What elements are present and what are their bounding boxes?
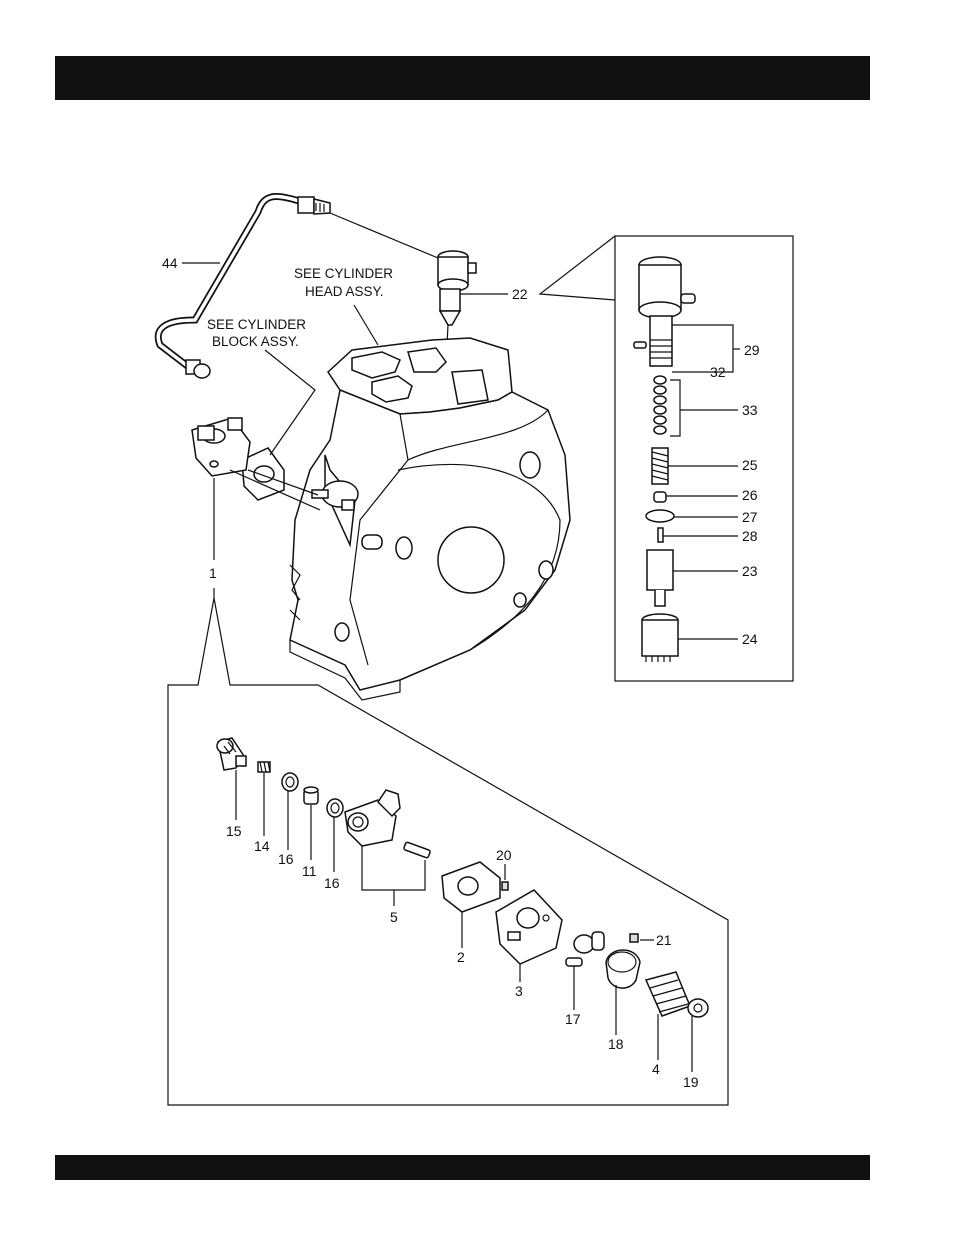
callout-32: 32 (710, 364, 726, 380)
callout-16-upper: 16 (278, 851, 294, 867)
callout-21: 21 (656, 932, 672, 948)
delivery-valve-holder (217, 738, 246, 770)
pump-body (345, 790, 431, 858)
fuel-pump-installed (192, 418, 250, 476)
callout-18: 18 (608, 1036, 624, 1052)
small-plug (502, 882, 508, 890)
note-block-line1: SEE CYLINDER (207, 317, 306, 332)
callout-19: 19 (683, 1074, 699, 1090)
assembly-notes: SEE CYLINDER HEAD ASSY. SEE CYLINDER BLO… (207, 266, 393, 349)
injector-assembly (438, 251, 476, 345)
injector-spring (652, 448, 668, 484)
callout-25: 25 (742, 457, 758, 473)
nozzle-nut (642, 614, 678, 662)
plunger-spring (646, 972, 690, 1016)
head-note-leader (354, 305, 378, 345)
callout-4: 4 (652, 1061, 660, 1077)
lower-spring-seat (688, 999, 708, 1017)
shim-stack (654, 376, 666, 434)
spring-seat (654, 492, 666, 502)
note-block-line2: BLOCK ASSY. (212, 334, 299, 349)
o-ring-lower (327, 799, 343, 817)
callout-27: 27 (742, 509, 758, 525)
pipe-leader (330, 213, 438, 258)
note-head-line1: SEE CYLINDER (294, 266, 393, 281)
note-head-line2: HEAD ASSY. (305, 284, 384, 299)
callout-3: 3 (515, 983, 523, 999)
nozzle (647, 550, 673, 606)
callout-5: 5 (390, 909, 398, 925)
block-note-leader (265, 350, 315, 455)
callout-1: 1 (209, 565, 217, 581)
callout-17: 17 (565, 1011, 581, 1027)
callout-24: 24 (742, 631, 758, 647)
dowel-pin (658, 528, 663, 542)
pump-detail-box (168, 598, 728, 1105)
callout-28: 28 (742, 528, 758, 544)
callout-15: 15 (226, 823, 242, 839)
upper-spring-seat (606, 950, 640, 988)
callout-11: 11 (302, 863, 317, 879)
callout-14: 14 (254, 838, 270, 854)
callout-44: 44 (162, 255, 178, 271)
pump-spacer (496, 890, 562, 964)
o-ring-upper (282, 773, 298, 791)
engine-block (290, 338, 570, 700)
injector-holder (634, 257, 695, 366)
callout-2: 2 (457, 949, 465, 965)
callout-16-lower: 16 (324, 875, 340, 891)
callout-33: 33 (742, 402, 758, 418)
callout-23: 23 (742, 563, 758, 579)
control-sleeve (566, 932, 604, 966)
callout-20: 20 (496, 847, 512, 863)
pump-gasket-2 (442, 862, 500, 912)
delivery-valve-spring (258, 762, 270, 772)
detail-leaders (663, 325, 740, 639)
callout-29: 29 (744, 342, 760, 358)
distance-piece (646, 510, 674, 522)
spring-pin (630, 934, 638, 942)
injector-detail-leader (540, 236, 615, 300)
delivery-valve (304, 787, 318, 804)
callout-26: 26 (742, 487, 758, 503)
callout-22: 22 (512, 286, 528, 302)
